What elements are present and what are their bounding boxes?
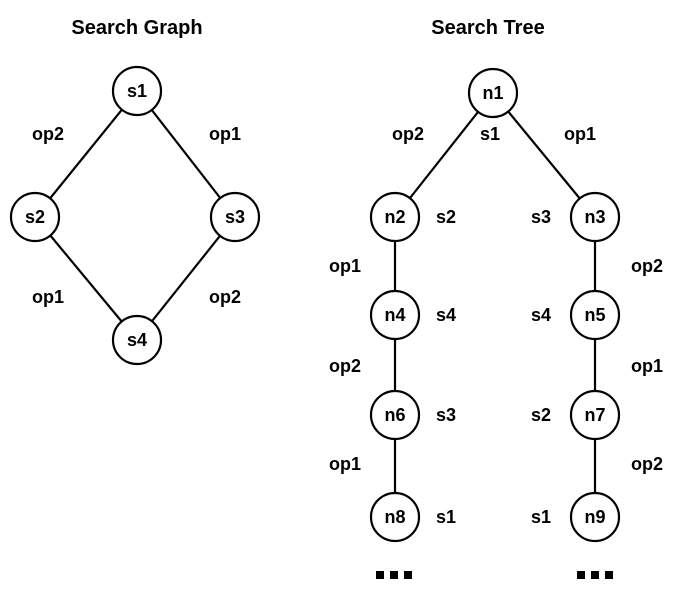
ellipsis-right [577,571,613,579]
tree-node-label: n7 [584,405,605,425]
tree-state-label-n7: s2 [531,405,551,425]
tree-node-n5: n5 [569,289,621,341]
tree-node-label: n6 [384,405,405,425]
tree-node-n4: n4 [369,289,421,341]
tree-node-label: n4 [384,305,405,325]
tree-edge-label-n4-n6: op2 [329,356,361,376]
tree-state-label-n9: s1 [531,507,551,527]
tree-state-label-n2: s2 [436,207,456,227]
graph-node-s3: s3 [209,191,261,243]
tree-edge-n1-n3 [492,92,596,218]
tree-node-label: n9 [584,507,605,527]
tree-state-label-n3: s3 [531,207,551,227]
graph-edge-s1-s3 [136,90,236,218]
ellipsis-left [376,571,412,579]
graph-edge-label-s1-s2: op2 [32,124,64,144]
tree-edge-label-n7-n9: op2 [631,454,663,474]
graph-edge-label-s3-s4: op2 [209,287,241,307]
tree-state-label-n5: s4 [531,305,551,325]
graph-title: Search Graph [71,17,202,39]
tree-node-label: n1 [482,83,503,103]
graph-node-s1: s1 [111,65,163,117]
tree-node-n2: n2 [369,191,421,243]
tree-node-n1: n1 [467,67,519,119]
graph-edge-label-s1-s3: op1 [209,124,241,144]
tree-state-label-n8: s1 [436,507,456,527]
tree-node-label: n2 [384,207,405,227]
graph-node-s4: s4 [111,314,163,366]
tree-state-label-n6: s3 [436,405,456,425]
graph-node-label: s1 [127,81,147,101]
tree-edge-n1-n2 [394,92,494,218]
tree-state-label-n1: s1 [480,124,500,144]
graph-edge-s2-s4 [34,216,138,341]
tree-edge-label-n3-n5: op2 [631,256,663,276]
tree-node-n6: n6 [369,389,421,441]
tree-title: Search Tree [431,17,544,39]
tree-node-label: n3 [584,207,605,227]
tree-node-n3: n3 [569,191,621,243]
tree-node-n8: n8 [369,491,421,543]
graph-edge-s1-s2 [34,90,138,218]
graph-node-s2: s2 [9,191,61,243]
tree-edge-label-n1-n2: op2 [392,124,424,144]
tree-node-n9: n9 [569,491,621,543]
graph-edge-s3-s4 [136,216,236,341]
graph-edge-label-s2-s4: op1 [32,287,64,307]
tree-node-label: n5 [584,305,605,325]
tree-edge-label-n2-n4: op1 [329,256,361,276]
tree-edge-label-n6-n8: op1 [329,454,361,474]
tree-state-label-n4: s4 [436,305,456,325]
tree-node-label: n8 [384,507,405,527]
graph-node-label: s3 [225,207,245,227]
graph-node-label: s2 [25,207,45,227]
graph-node-label: s4 [127,330,147,350]
tree-edge-label-n5-n7: op1 [631,356,663,376]
tree-edge-label-n1-n3: op1 [564,124,596,144]
tree-node-n7: n7 [569,389,621,441]
